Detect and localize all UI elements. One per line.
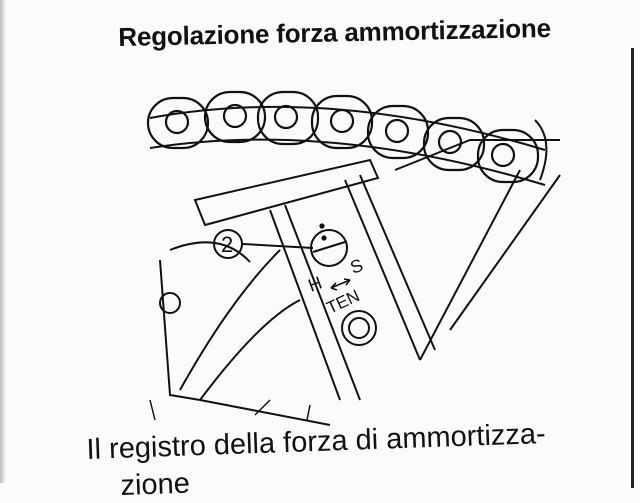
damping-adjuster-knob bbox=[310, 223, 348, 267]
label-ten: TEN bbox=[324, 286, 363, 318]
callout-number: 2 bbox=[221, 232, 233, 257]
body-text-line: zione bbox=[120, 467, 191, 502]
shock-adjuster-illustration: H S TEN 2 bbox=[146, 90, 561, 426]
chain-drawing bbox=[146, 90, 548, 186]
column-rule bbox=[631, 48, 634, 488]
callout-2: 2 bbox=[213, 229, 314, 259]
scan-edge-shadow bbox=[0, 0, 6, 483]
bracket-drawing bbox=[159, 139, 561, 426]
label-h: H bbox=[306, 273, 325, 296]
adjuster-direction-arrow bbox=[330, 278, 351, 291]
label-s: S bbox=[348, 255, 366, 278]
